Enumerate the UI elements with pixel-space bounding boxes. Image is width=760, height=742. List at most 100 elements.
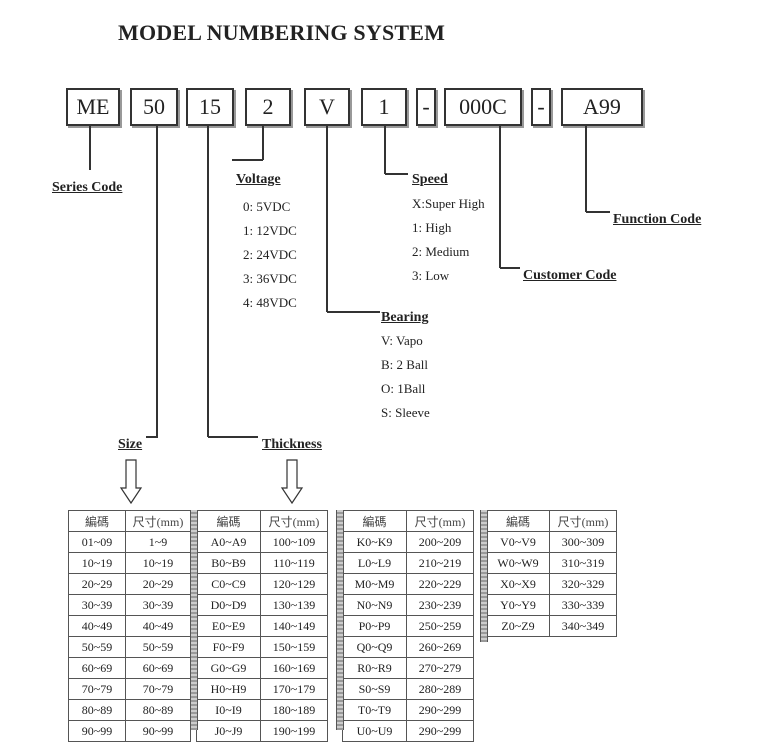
voltage-label: Voltage — [236, 172, 281, 187]
code-cell: 90~99 — [68, 720, 126, 742]
size-cell: 70~79 — [125, 678, 191, 700]
size-cell: 280~289 — [406, 678, 474, 700]
bearing-option: V: Vapo — [381, 333, 423, 348]
speed-option: 1: High — [412, 220, 452, 235]
column-header: 編碼 — [342, 510, 407, 532]
code-cell: K0~K9 — [342, 531, 407, 553]
code-cell: X0~X9 — [486, 573, 550, 595]
voltage-option: 1: 12VDC — [243, 223, 297, 238]
code-box-customer: 000C — [444, 88, 522, 126]
function-code-label: Function Code — [613, 212, 702, 227]
code-cell: 30~39 — [68, 594, 126, 616]
size-cell: 230~239 — [406, 594, 474, 616]
size-cell: 120~129 — [260, 573, 328, 595]
size-cell: 150~159 — [260, 636, 328, 658]
size-cell: 110~119 — [260, 552, 328, 574]
table-header-row: 編碼尺寸(mm) — [342, 510, 474, 532]
size-cell: 140~149 — [260, 615, 328, 637]
code-box-speed: 1 — [361, 88, 407, 126]
size-cell: 250~259 — [406, 615, 474, 637]
code-cell: Z0~Z9 — [486, 615, 550, 637]
table-separator — [190, 510, 198, 730]
code-cell: F0~F9 — [196, 636, 261, 658]
size-cell: 80~89 — [125, 699, 191, 721]
size-cell: 290~299 — [406, 699, 474, 721]
size-cell: 170~179 — [260, 678, 328, 700]
voltage-option: 0: 5VDC — [243, 199, 291, 214]
page-title: MODEL NUMBERING SYSTEM — [118, 20, 446, 45]
table-header-row: 編碼尺寸(mm) — [486, 510, 617, 532]
speed-option: 2: Medium — [412, 244, 470, 259]
code-cell: 50~59 — [68, 636, 126, 658]
code-cell: A0~A9 — [196, 531, 261, 553]
bearing-label: Bearing — [381, 310, 429, 325]
size-cell: 60~69 — [125, 657, 191, 679]
speed-label: Speed — [412, 172, 448, 187]
size-cell: 50~59 — [125, 636, 191, 658]
thickness-label: Thickness — [262, 437, 322, 452]
code-cell: C0~C9 — [196, 573, 261, 595]
code-cell: S0~S9 — [342, 678, 407, 700]
code-box-thickness: 15 — [186, 88, 234, 126]
column-header: 編碼 — [68, 510, 126, 532]
size-arrow-icon — [119, 459, 143, 505]
column-header: 編碼 — [486, 510, 550, 532]
size-cell: 310~319 — [549, 552, 617, 574]
code-box-function: A99 — [561, 88, 643, 126]
column-header: 尺寸(mm) — [549, 510, 617, 532]
bearing-options: V: Vapo B: 2 Ball O: 1Ball S: Sleeve — [381, 329, 430, 425]
size-cell: 320~329 — [549, 573, 617, 595]
code-box-dash-1: - — [416, 88, 436, 126]
bearing-option: S: Sleeve — [381, 405, 430, 420]
column-header: 尺寸(mm) — [125, 510, 191, 532]
voltage-option: 4: 48VDC — [243, 295, 297, 310]
size-cell: 340~349 — [549, 615, 617, 637]
code-cell: 20~29 — [68, 573, 126, 595]
code-box-dash-2: - — [531, 88, 551, 126]
column-header: 尺寸(mm) — [260, 510, 328, 532]
series-code-label: Series Code — [52, 180, 123, 195]
voltage-option: 3: 36VDC — [243, 271, 297, 286]
size-cell: 1~9 — [125, 531, 191, 553]
size-label: Size — [118, 437, 143, 452]
code-cell: N0~N9 — [342, 594, 407, 616]
code-cell: E0~E9 — [196, 615, 261, 637]
code-cell: G0~G9 — [196, 657, 261, 679]
code-cell: T0~T9 — [342, 699, 407, 721]
code-cell: V0~V9 — [486, 531, 550, 553]
size-cell: 160~169 — [260, 657, 328, 679]
thickness-arrow-icon — [280, 459, 304, 505]
size-cell: 290~299 — [406, 720, 474, 742]
size-cell: 10~19 — [125, 552, 191, 574]
code-box-bearing: V — [304, 88, 350, 126]
code-cell: L0~L9 — [342, 552, 407, 574]
size-cell: 300~309 — [549, 531, 617, 553]
